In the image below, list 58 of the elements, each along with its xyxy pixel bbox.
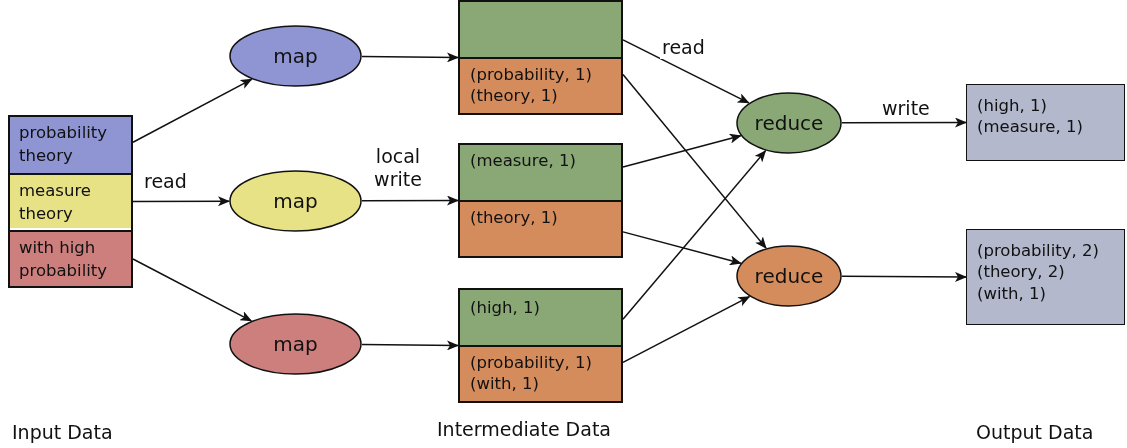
node-label: map [273, 188, 318, 214]
arrow [361, 195, 459, 206]
section-label: Intermediate Data [437, 418, 611, 440]
arrow [361, 52, 459, 63]
intermediate-cell [460, 290, 621, 345]
output-box [966, 84, 1125, 161]
data-text: (probability, 1) [470, 64, 593, 86]
reduce-ellipse [736, 245, 842, 307]
data-text: (measure, 1) [977, 116, 1084, 138]
arrow [622, 133, 742, 168]
map-ellipse [229, 313, 362, 375]
intermediate-cell [460, 145, 621, 200]
data-text: (high, 1) [977, 95, 1048, 117]
arrow [622, 231, 742, 266]
data-text: (theory, 2) [977, 261, 1066, 283]
intermediate-cell [460, 200, 621, 256]
arrow [841, 117, 967, 128]
stacked-box [8, 115, 133, 288]
input-cell [10, 173, 131, 228]
data-text: (probability, 1) [470, 352, 593, 374]
reduce-ellipse [736, 92, 842, 154]
section-label: Input Data [12, 421, 113, 443]
map-ellipse [229, 170, 362, 232]
intermediate-cell [460, 2, 621, 57]
input-cell [10, 230, 131, 286]
data-text: (with, 1) [977, 282, 1047, 305]
map-ellipse [229, 25, 362, 87]
data-text: (high, 1) [470, 297, 541, 319]
arrow [622, 295, 751, 364]
input-cell [10, 117, 131, 173]
data-text: (theory, 1) [470, 207, 559, 229]
intermediate-cell [460, 345, 621, 401]
node-label: map [273, 43, 318, 69]
stacked-box [458, 288, 623, 403]
data-text: with high probability [19, 237, 109, 283]
arrow [841, 271, 967, 282]
arrow [132, 78, 253, 143]
node-label: map [273, 331, 318, 357]
data-text: measure theory [19, 180, 92, 226]
arrow [361, 340, 459, 351]
data-text: probability theory [19, 122, 109, 168]
data-text: (theory, 1) [470, 85, 559, 107]
intermediate-cell [460, 57, 621, 113]
arrow [622, 150, 767, 321]
output-box [966, 229, 1125, 325]
section-label: Output Data [976, 421, 1094, 443]
node-label: reduce [754, 110, 824, 136]
arrow [132, 196, 230, 207]
data-text: (measure, 1) [470, 150, 577, 172]
arrow [622, 39, 750, 104]
edge-label: read [660, 36, 707, 59]
stacked-box [458, 0, 623, 115]
arrow [132, 258, 253, 322]
stacked-box [458, 143, 623, 258]
data-text: (probability, 2) [977, 240, 1100, 262]
node-label: reduce [754, 263, 824, 289]
arrow [622, 73, 767, 249]
data-text: (with, 1) [470, 373, 540, 395]
